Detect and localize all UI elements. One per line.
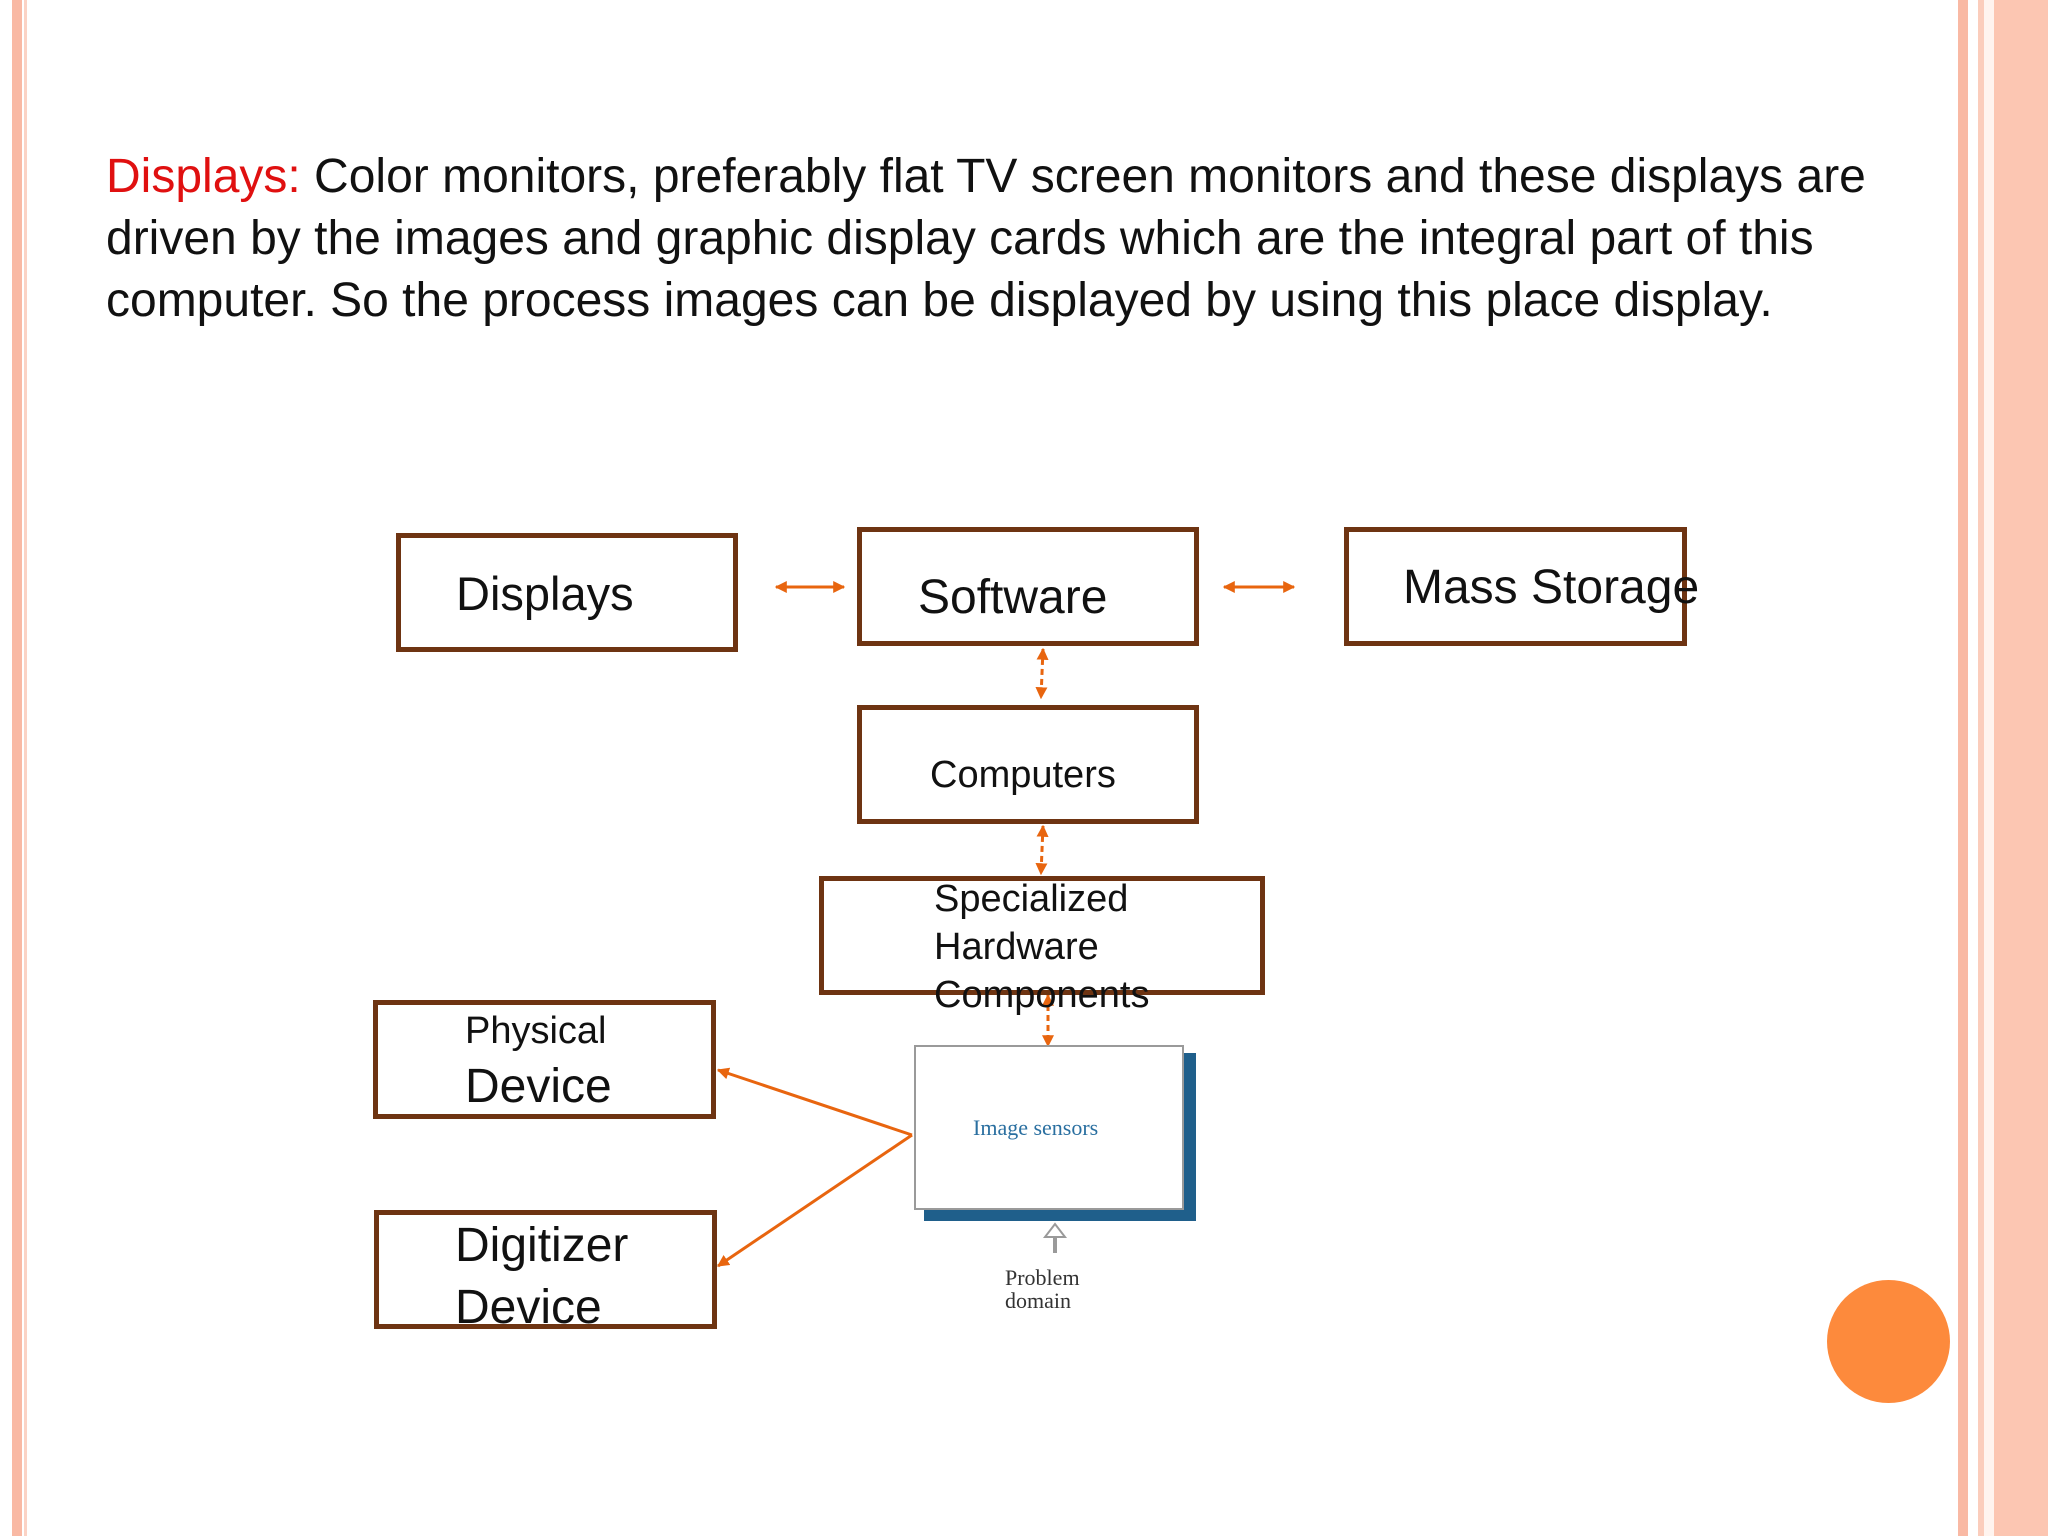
displays-heading: Displays: [106,150,301,203]
image-sensors-label: Image sensors [973,1115,1099,1140]
arrow-computers-specialized [1035,824,1049,876]
arrow-software-computers [1035,647,1049,700]
problem-domain-label-line-1: Problem [1005,1265,1080,1290]
left-border-stripe-thin [24,0,27,1536]
specialized-hardware-box [819,876,1265,995]
software-box: Software [857,527,1199,646]
right-border-stripe-2 [1978,0,1984,1536]
right-border-stripe-3 [1994,0,2048,1536]
arrow-sensors-physical [716,1067,913,1137]
right-border-stripe-4 [1984,0,1994,1536]
mass-storage-box [1344,527,1687,646]
computers-box: Computers [857,705,1199,824]
physical-label-line-2: Device [465,1060,612,1113]
specialized-label-line-2: Hardware [934,926,1099,968]
paragraph-line-2: driven by the images and graphic display… [106,212,1814,265]
problem-domain-label-line-2: domain [1005,1288,1071,1313]
displays-label: Displays [456,567,634,620]
left-border-stripe [12,0,22,1536]
paragraph-line-3: computer. So the process images can be d… [106,274,1773,327]
displays-box: Displays [396,533,738,652]
digitizer-device-box [374,1210,717,1329]
physical-label-line-1: Physical [465,1010,607,1052]
specialized-label-line-1: Specialized [934,878,1129,920]
physical-device-box: Physical Device [373,1000,716,1119]
digitizer-label-line-2: Device [455,1281,602,1334]
specialized-label-line-3: Components [934,974,1150,1016]
arrow-sensors-digitizer [717,1133,913,1268]
computers-label: Computers [930,754,1116,796]
software-label: Software [918,571,1108,624]
mass-storage-label: Mass Storage [1403,561,1700,614]
image-sensors-card: Image sensors [914,1045,1184,1210]
paragraph-line-1: Displays: Color monitors, preferably fla… [106,146,1996,208]
digitizer-label-line-1: Digitizer [455,1219,629,1272]
description-paragraph: Displays: Color monitors, preferably fla… [106,146,1996,332]
right-border-stripe-1 [1958,0,1968,1536]
paragraph-line-1-text: Color monitors, preferably flat TV scree… [300,150,1866,203]
orange-circle-decoration [1827,1280,1950,1403]
problem-domain-arrow-icon [1042,1222,1068,1253]
